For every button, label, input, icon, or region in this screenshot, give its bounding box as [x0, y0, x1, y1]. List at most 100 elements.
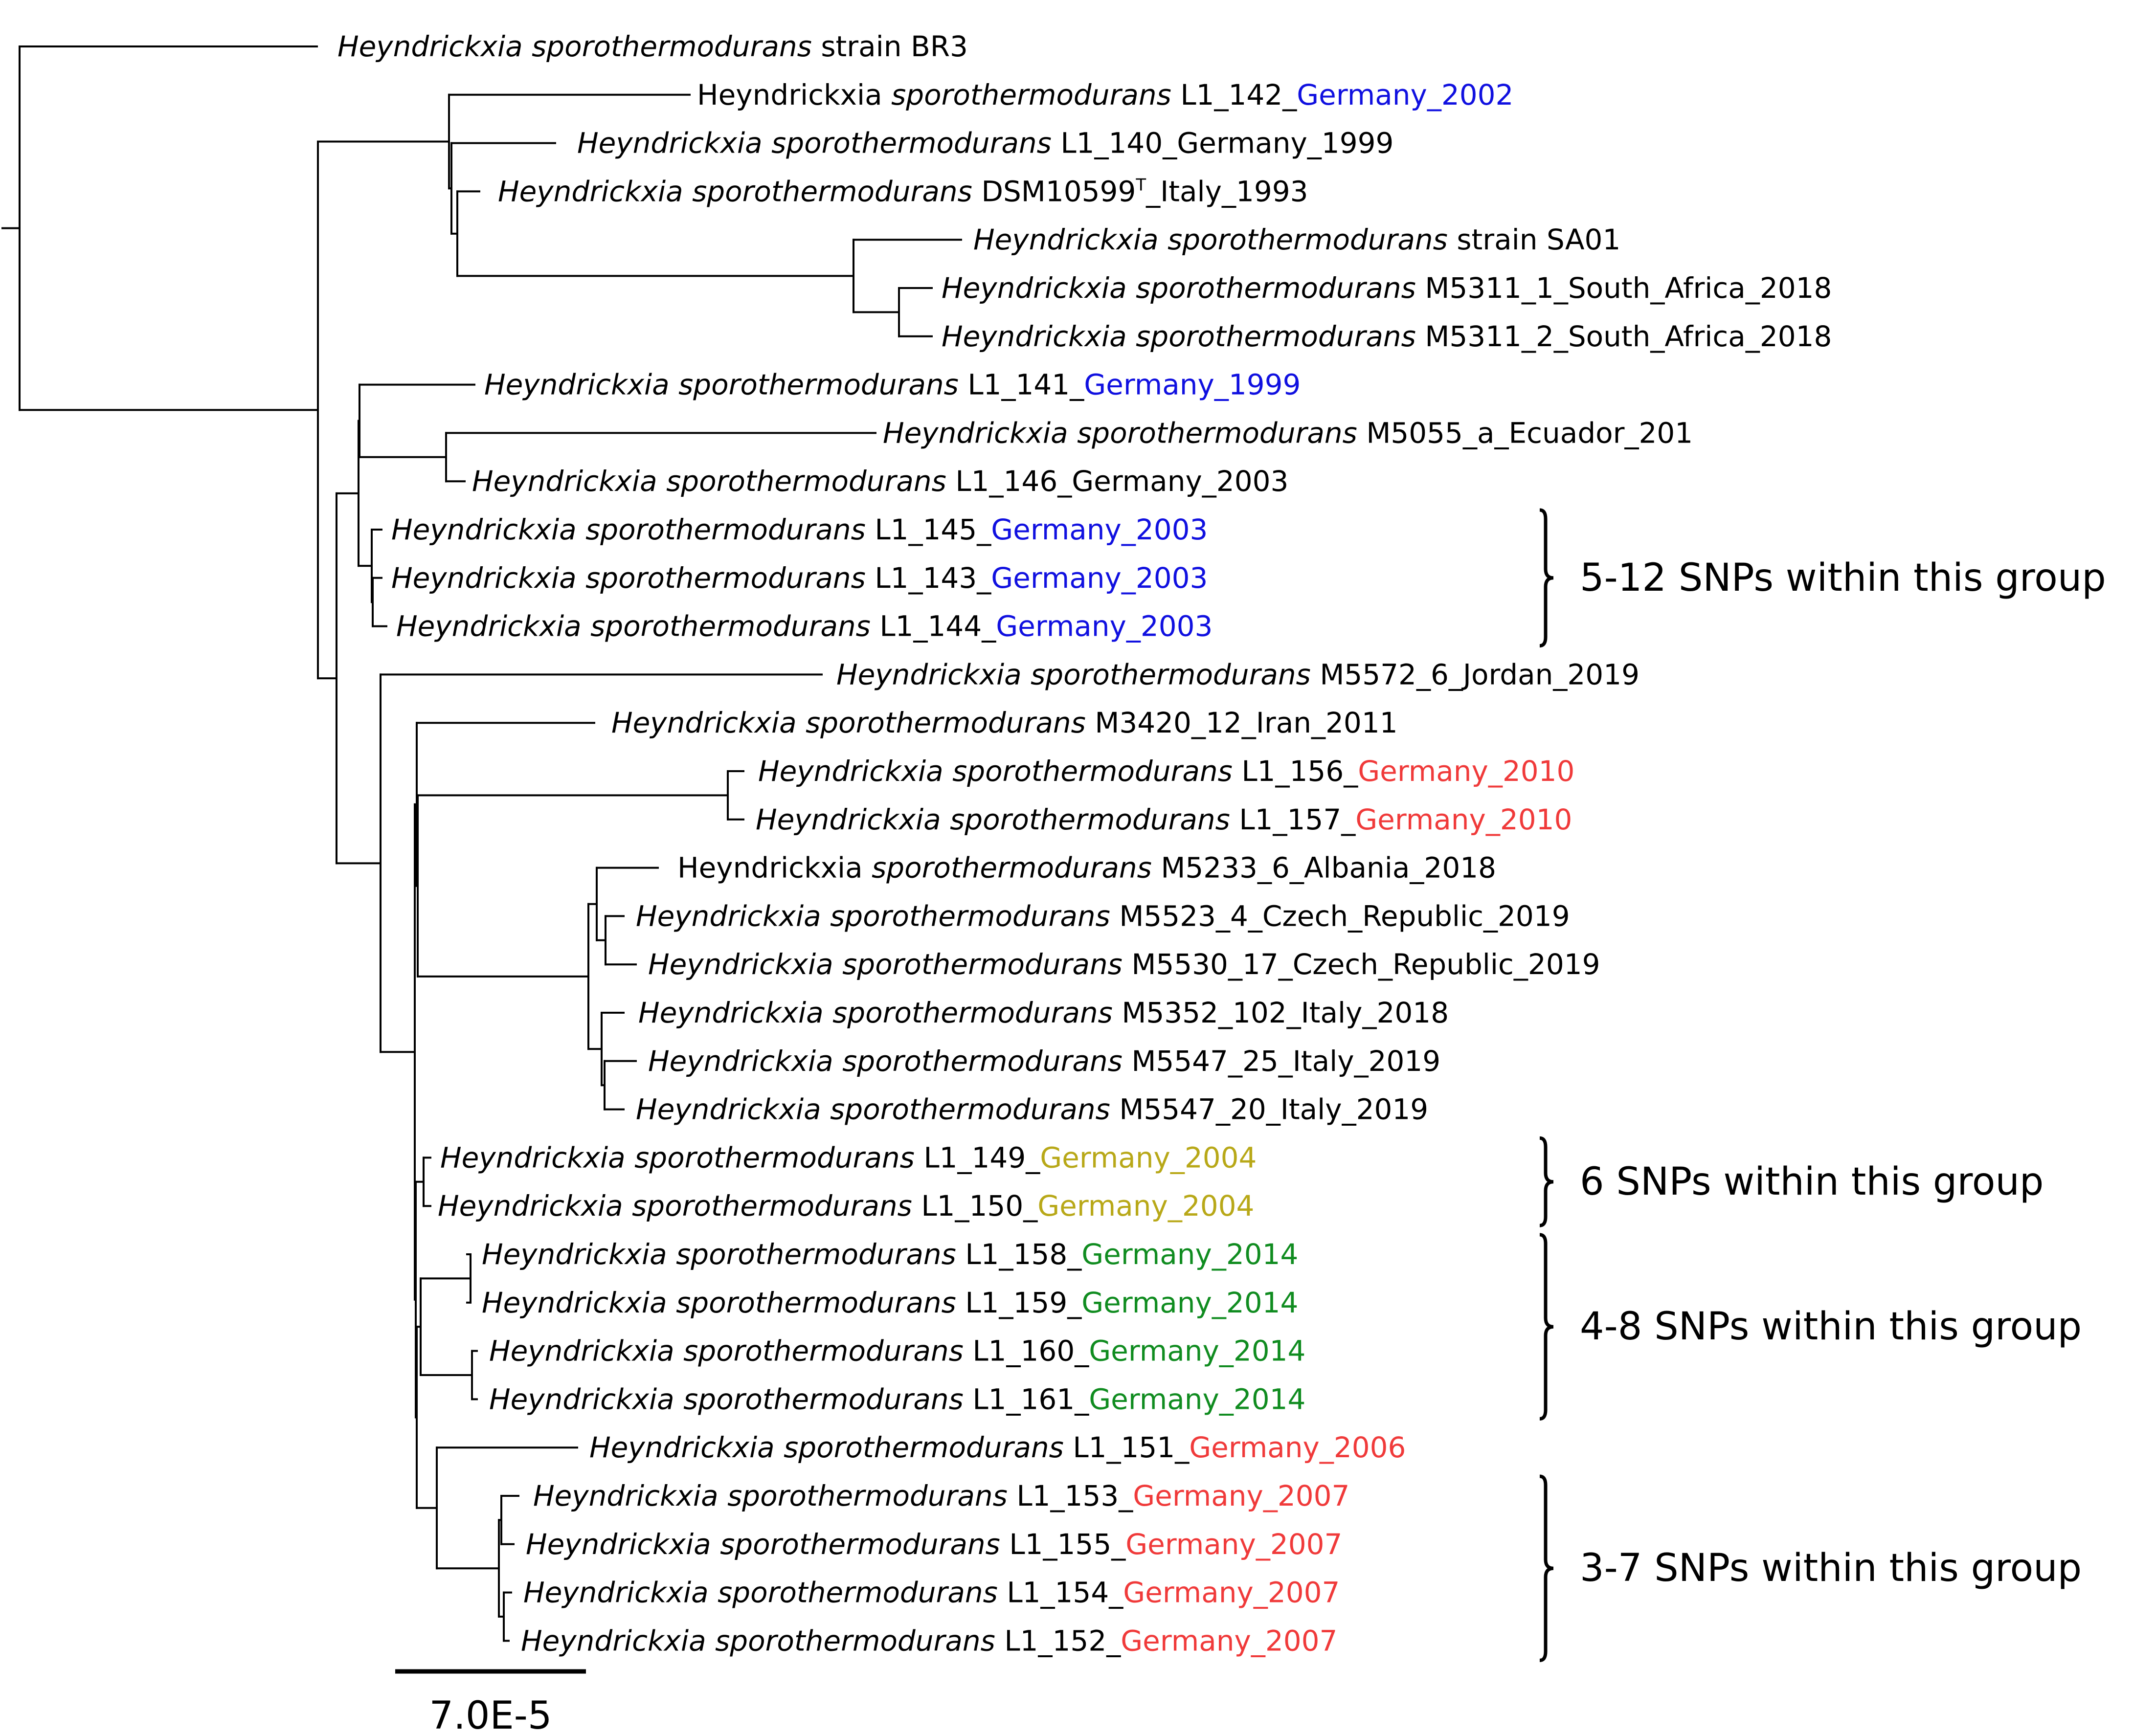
leaf-species: sporothermodurans — [634, 1141, 923, 1174]
leaf-strain: L1_140_Germany_1999 — [1060, 127, 1393, 160]
leaf-strain: M5055_a_Ecuador_201 — [1366, 416, 1693, 449]
leaf-origin: Germany_2007 — [1121, 1624, 1337, 1657]
leaf-label: Heyndrickxia sporothermodurans strain SA… — [973, 223, 1620, 256]
leaf-genus: Heyndrickxia — [836, 658, 1031, 691]
leaf-origin: Germany_2014 — [1081, 1238, 1298, 1271]
leaf-genus: Heyndrickxia — [391, 561, 585, 595]
leaf-label: Heyndrickxia sporothermodurans L1_152_Ge… — [521, 1624, 1337, 1657]
leaf-genus: Heyndrickxia — [489, 1334, 683, 1368]
leaf-species: sporothermodurans — [683, 1334, 972, 1368]
leaf-label: Heyndrickxia sporothermodurans L1_153_Ge… — [533, 1479, 1349, 1512]
leaf-origin: Germany_2014 — [1089, 1382, 1305, 1416]
leaf-species: sporothermodurans — [678, 368, 967, 401]
leaf-genus: Heyndrickxia — [391, 513, 585, 546]
leaf-species: sporothermodurans — [842, 948, 1131, 981]
leaf-label: Heyndrickxia sporothermodurans L1_142_Ge… — [697, 78, 1513, 111]
scale-bar: 7.0E-5 — [395, 1669, 586, 1734]
leaf-strain: M5530_17_Czech_Republic_2019 — [1131, 948, 1600, 981]
leaf-origin: Germany_1999 — [1084, 368, 1301, 401]
leaf-strain: L1_158_ — [965, 1238, 1082, 1271]
leaf-genus: Heyndrickxia — [396, 610, 590, 643]
leaf-strain: M5572_6_Jordan_2019 — [1320, 658, 1639, 691]
leaf-species: sporothermodurans — [952, 755, 1241, 788]
leaf-label: Heyndrickxia sporothermodurans L1_149_Ge… — [440, 1141, 1257, 1174]
leaf-species: sporothermodurans — [830, 899, 1119, 933]
leaf-species: sporothermodurans — [1136, 271, 1425, 305]
leaf-strain: M5311_2_South_Africa_2018 — [1425, 320, 1832, 353]
leaf-strain-suffix: _Italy_1993 — [1145, 175, 1308, 208]
leaf-label: Heyndrickxia sporothermodurans M3420_12_… — [611, 706, 1398, 739]
leaf-species: sporothermodurans — [771, 127, 1060, 160]
leaf-origin: Germany_2007 — [1133, 1479, 1349, 1512]
leaf-species: sporothermodurans — [718, 1576, 1007, 1609]
leaf-labels: Heyndrickxia sporothermodurans strain BR… — [337, 30, 1832, 1657]
leaf-label: Heyndrickxia sporothermodurans L1_141_Ge… — [484, 368, 1301, 401]
leaf-genus: Heyndrickxia — [589, 1431, 784, 1464]
leaf-genus: Heyndrickxia — [523, 1576, 718, 1609]
leaf-label: Heyndrickxia sporothermodurans L1_160_Ge… — [489, 1334, 1305, 1368]
leaf-origin: Germany_2004 — [1040, 1141, 1257, 1174]
leaf-species: sporothermodurans — [872, 851, 1161, 885]
leaf-origin: Germany_2003 — [991, 513, 1208, 546]
leaf-origin: Germany_2006 — [1189, 1431, 1406, 1464]
leaf-strain: L1_143_ — [875, 561, 991, 595]
leaf-origin: Germany_2007 — [1125, 1528, 1342, 1561]
leaf-genus: Heyndrickxia — [472, 465, 666, 498]
leaf-genus: Heyndrickxia — [697, 78, 891, 111]
leaf-strain: L1_146_Germany_2003 — [955, 465, 1288, 498]
leaf-strain: L1_152_ — [1004, 1624, 1121, 1657]
group-brace — [1539, 508, 1554, 648]
leaf-strain: L1_161_ — [972, 1382, 1089, 1416]
leaf-origin: Germany_2007 — [1123, 1576, 1340, 1609]
leaf-strain: L1_145_ — [875, 513, 991, 546]
leaf-label: Heyndrickxia sporothermodurans L1_159_Ge… — [482, 1286, 1298, 1319]
leaf-strain: L1_150_ — [921, 1189, 1038, 1223]
leaf-strain: DSM10599 — [981, 175, 1136, 208]
leaf-species: sporothermodurans — [1136, 320, 1425, 353]
leaf-label: Heyndrickxia sporothermodurans M5523_4_C… — [636, 899, 1570, 933]
group-snp-note: 4-8 SNPs within this group — [1580, 1305, 2082, 1349]
leaf-label: Heyndrickxia sporothermodurans M5547_25_… — [648, 1045, 1440, 1078]
leaf-strain: M5233_6_Albania_2018 — [1161, 851, 1496, 885]
leaf-label: Heyndrickxia sporothermodurans M5572_6_J… — [836, 658, 1639, 691]
group-brace — [1539, 1136, 1554, 1227]
leaf-species: sporothermodurans — [666, 465, 955, 498]
leaf-genus: Heyndrickxia — [482, 1238, 676, 1271]
leaf-strain: L1_144_ — [879, 610, 996, 643]
leaf-species: sporothermodurans — [720, 1528, 1009, 1561]
group-brace — [1539, 1474, 1554, 1662]
leaf-label: Heyndrickxia sporothermodurans L1_145_Ge… — [391, 513, 1208, 546]
leaf-strain: L1_142_ — [1180, 78, 1297, 111]
leaf-species: sporothermodurans — [585, 561, 875, 595]
leaf-strain: L1_154_ — [1007, 1576, 1123, 1609]
leaf-genus: Heyndrickxia — [498, 175, 692, 208]
leaf-label: Heyndrickxia sporothermodurans M5530_17_… — [648, 948, 1600, 981]
group-snp-note: 6 SNPs within this group — [1580, 1160, 2044, 1204]
leaf-species: sporothermodurans — [806, 706, 1095, 739]
leaf-strain: M5311_1_South_Africa_2018 — [1425, 271, 1832, 305]
leaf-strain: L1_160_ — [972, 1334, 1089, 1368]
leaf-species: sporothermodurans — [1168, 223, 1457, 256]
leaf-genus: Heyndrickxia — [648, 948, 842, 981]
leaf-label: Heyndrickxia sporothermodurans M5352_102… — [638, 996, 1449, 1029]
leaf-origin: Germany_2014 — [1081, 1286, 1298, 1319]
leaf-label: Heyndrickxia sporothermodurans L1_154_Ge… — [523, 1576, 1340, 1609]
leaf-strain: M3420_12_Iran_2011 — [1095, 706, 1397, 739]
leaf-label: Heyndrickxia sporothermodurans L1_155_Ge… — [526, 1528, 1342, 1561]
leaf-strain: L1_157_ — [1239, 803, 1356, 836]
leaf-species: sporothermodurans — [632, 1189, 921, 1223]
leaf-species: sporothermodurans — [832, 996, 1122, 1029]
leaf-label: Heyndrickxia sporothermodurans L1_140_Ge… — [577, 127, 1393, 160]
leaf-species: sporothermodurans — [830, 1093, 1119, 1126]
leaf-species: sporothermodurans — [1077, 416, 1366, 449]
tree-branches — [1, 45, 962, 1642]
leaf-strain: strain SA01 — [1457, 223, 1620, 256]
leaf-strain: L1_153_ — [1016, 1479, 1133, 1512]
leaf-label: Heyndrickxia sporothermodurans L1_146_Ge… — [472, 465, 1288, 498]
leaf-label: Heyndrickxia sporothermodurans M5233_6_A… — [677, 851, 1496, 885]
leaf-strain: L1_141_ — [967, 368, 1084, 401]
leaf-strain: M5352_102_Italy_2018 — [1122, 996, 1449, 1029]
leaf-label: Heyndrickxia sporothermodurans L1_150_Ge… — [438, 1189, 1254, 1223]
leaf-label: Heyndrickxia sporothermodurans L1_161_Ge… — [489, 1382, 1305, 1416]
